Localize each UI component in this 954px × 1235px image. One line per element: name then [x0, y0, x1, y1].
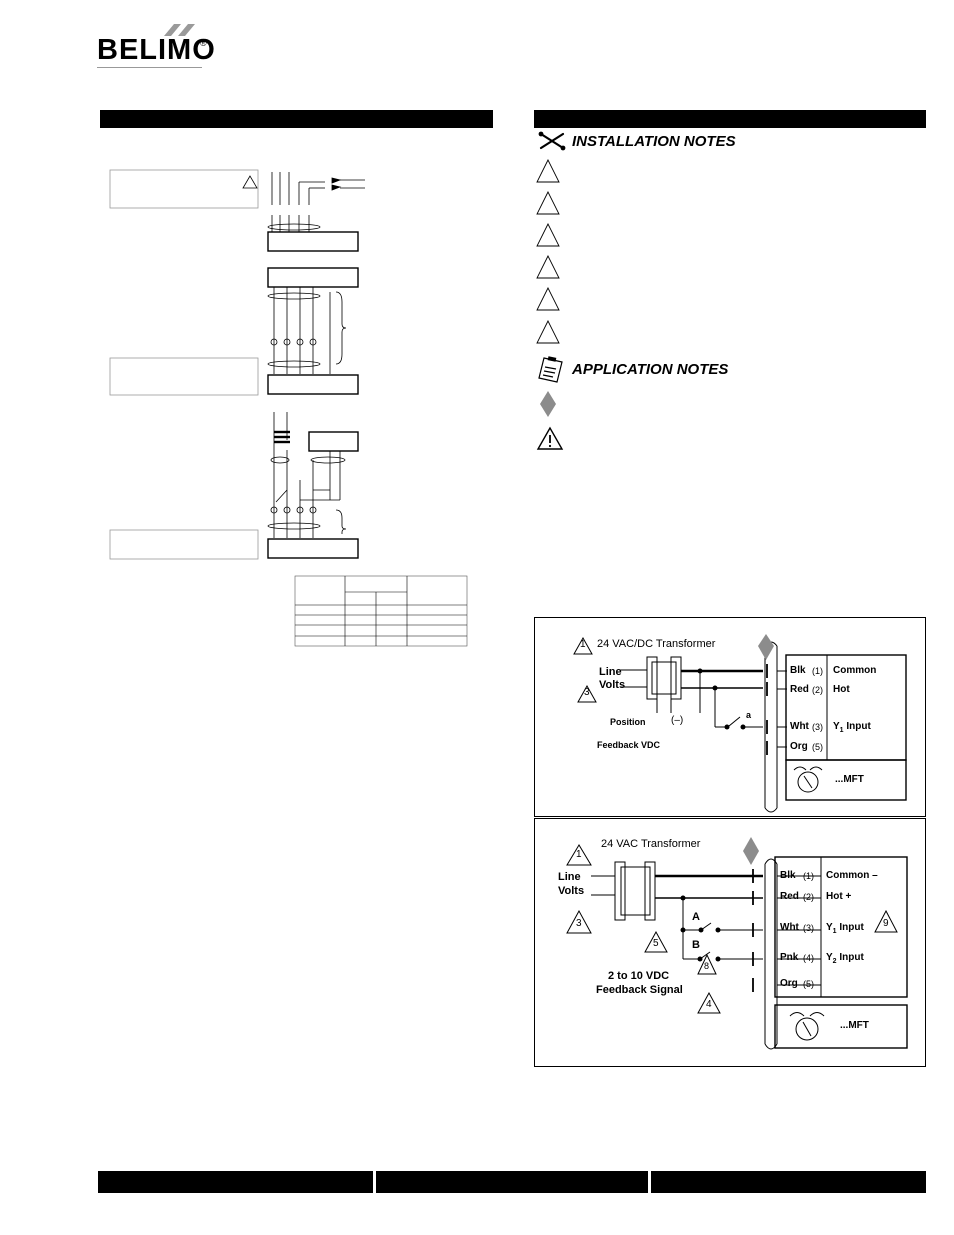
d2-feedback-line1: 2 to 10 VDC	[608, 970, 670, 982]
d1-tri-1-num: 1	[580, 639, 586, 650]
d1-volts-label: Volts	[599, 679, 626, 691]
diagram1-lines	[573, 634, 907, 813]
d1-wire-num: (1)	[812, 666, 823, 676]
d2-wire-color: Wht	[780, 922, 799, 933]
left-wiring-sketches	[109, 169, 468, 647]
d1-transformer-label: 24 VAC/DC Transformer	[597, 638, 716, 650]
d2-wire-func: Y2 Input	[826, 952, 864, 965]
d2-wire-color: Pnk	[780, 952, 799, 963]
d2-mft-label: ...MFT	[840, 1020, 869, 1031]
d2-tri-4-num: 4	[706, 999, 712, 1010]
d1-minus-label: (–)	[671, 715, 684, 726]
d2-tri-8-num: 8	[704, 961, 710, 971]
d1-wire-color: Wht	[790, 721, 809, 732]
d2-wire-num: (3)	[803, 923, 814, 933]
installation-notes-title: INSTALLATION NOTES	[572, 133, 736, 150]
d2-wire-color: Red	[780, 891, 799, 902]
wrench-screwdriver-icon	[538, 131, 566, 151]
logo-underline	[97, 67, 202, 68]
diagram2-lines	[566, 837, 908, 1050]
warning-icon	[536, 426, 564, 450]
d2-wire-func: Common –	[826, 870, 878, 881]
wiring-diagram-1: 1 3 24 VAC/DC Transformer Line Volts Pos…	[534, 617, 926, 817]
d1-line-label: Line	[599, 666, 622, 678]
left-section-bar	[100, 110, 493, 128]
d2-switch-B-label: B	[692, 939, 700, 951]
d2-tri-3-num: 3	[576, 918, 582, 929]
d1-position-label: Position	[610, 717, 646, 727]
d1-wire-color: Red	[790, 684, 809, 695]
d1-wire-color: Org	[790, 741, 808, 752]
installation-note-triangles	[536, 158, 560, 344]
footer-bar-right	[651, 1171, 926, 1193]
d1-wire-num: (5)	[812, 742, 823, 752]
wiring-diagram-2: 1 3 5 4 8 9 24 VAC Transformer Line Volt…	[534, 818, 926, 1067]
d1-wire-func: Y1 Input	[833, 721, 871, 734]
footer-bar-left	[98, 1171, 373, 1193]
d1-feedback-label: Feedback VDC	[597, 740, 661, 750]
d2-wire-func: Y1 Input	[826, 922, 864, 935]
d2-wire-color: Org	[780, 978, 798, 989]
d1-tri-3-num: 3	[584, 687, 590, 698]
right-section-bar	[534, 110, 926, 128]
d1-switch-a-label: a	[746, 710, 752, 720]
diamond-icon	[540, 391, 556, 417]
d2-wire-num: (4)	[803, 953, 814, 963]
d2-wire-num: (1)	[803, 871, 814, 881]
d2-transformer-label: 24 VAC Transformer	[601, 838, 701, 850]
footer-bar-middle	[376, 1171, 648, 1193]
d1-wire-func: Hot	[833, 684, 850, 695]
d2-tri-5-num: 5	[653, 938, 659, 949]
logo-stripes-icon	[164, 24, 195, 36]
d1-wire-num: (2)	[812, 685, 823, 695]
clipboard-icon	[538, 356, 563, 383]
d2-wire-num: (2)	[803, 892, 814, 902]
d2-wire-func: Hot +	[826, 891, 852, 902]
d2-switch-A-label: A	[692, 911, 700, 923]
d2-tri-1-num: 1	[576, 849, 582, 860]
registered-mark: ®	[200, 38, 207, 48]
d2-line-label: Line	[558, 871, 581, 883]
d1-wire-num: (3)	[812, 722, 823, 732]
d2-wire-color: Blk	[780, 870, 796, 881]
d1-wire-func: Common	[833, 665, 877, 676]
d1-mft-label: ...MFT	[835, 774, 864, 785]
d2-feedback-line2: Feedback Signal	[596, 984, 683, 996]
d1-wire-color: Blk	[790, 665, 806, 676]
d2-volts-label: Volts	[558, 885, 585, 897]
brand-name: BELIMO	[97, 34, 216, 66]
d2-wire-num: (5)	[803, 979, 814, 989]
d2-tri-9-num: 9	[883, 918, 889, 929]
application-notes-title: APPLICATION NOTES	[572, 361, 729, 378]
